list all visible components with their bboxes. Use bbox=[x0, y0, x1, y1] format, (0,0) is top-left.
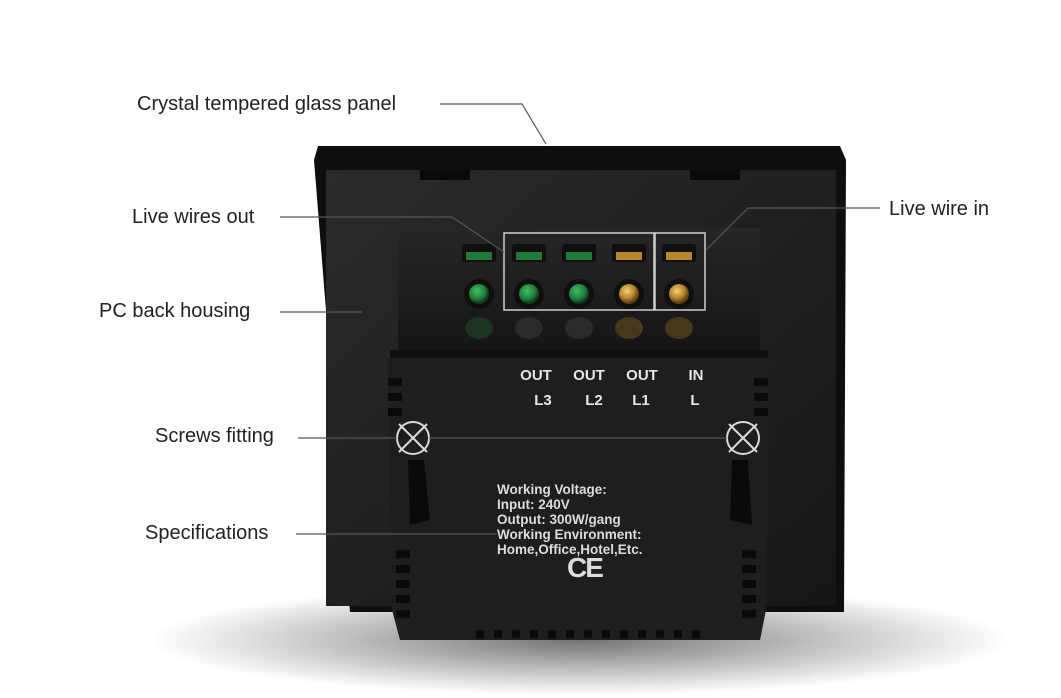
callout-specifications: Specifications bbox=[145, 522, 269, 544]
housing-notch bbox=[420, 170, 470, 180]
terminal-label-bottom: L3 bbox=[534, 392, 552, 409]
live-wire-in-highlight bbox=[654, 232, 706, 311]
terminal-label-bottom: L bbox=[690, 392, 700, 409]
vent-slots-right bbox=[742, 378, 768, 618]
terminal-label-top: OUT bbox=[573, 367, 605, 384]
side-groove-left bbox=[408, 460, 430, 525]
spec-line: Working Voltage: bbox=[497, 482, 607, 497]
screw-marker-right bbox=[726, 421, 760, 455]
vent-slots-bottom bbox=[476, 630, 700, 638]
spec-line: Output: 300W/gang bbox=[497, 512, 621, 527]
terminal-sockets-top bbox=[462, 244, 696, 262]
spec-line: Working Environment: bbox=[497, 527, 642, 542]
live-wires-out-highlight bbox=[503, 232, 655, 311]
callout-screws-fitting: Screws fitting bbox=[155, 425, 274, 447]
callout-live-wires-out: Live wires out bbox=[132, 206, 255, 228]
specification-text: Working Voltage: Input: 240V Output: 300… bbox=[497, 482, 643, 557]
vent-slots-left bbox=[388, 378, 410, 618]
terminal-label-top: OUT bbox=[626, 367, 658, 384]
terminal-label-bottom: L2 bbox=[585, 392, 603, 409]
leader-lines bbox=[280, 103, 880, 535]
terminal-label-top: IN bbox=[688, 367, 704, 384]
terminal-reflections bbox=[465, 317, 693, 339]
side-groove-right bbox=[730, 460, 752, 525]
terminal-screws bbox=[464, 279, 694, 309]
callout-glass-panel: Crystal tempered glass panel bbox=[137, 93, 397, 115]
spec-line: Home,Office,Hotel,Etc. bbox=[497, 542, 643, 557]
ce-mark: CE bbox=[567, 552, 604, 583]
housing-notch bbox=[690, 170, 740, 180]
callout-pc-back-housing: PC back housing bbox=[99, 300, 251, 322]
terminal-label-top: OUT bbox=[520, 367, 552, 384]
terminal-label-bottom: L1 bbox=[632, 392, 650, 409]
lower-module bbox=[388, 358, 770, 640]
spec-line: Input: 240V bbox=[497, 497, 570, 512]
callout-live-wire-in: Live wire in bbox=[889, 198, 990, 220]
